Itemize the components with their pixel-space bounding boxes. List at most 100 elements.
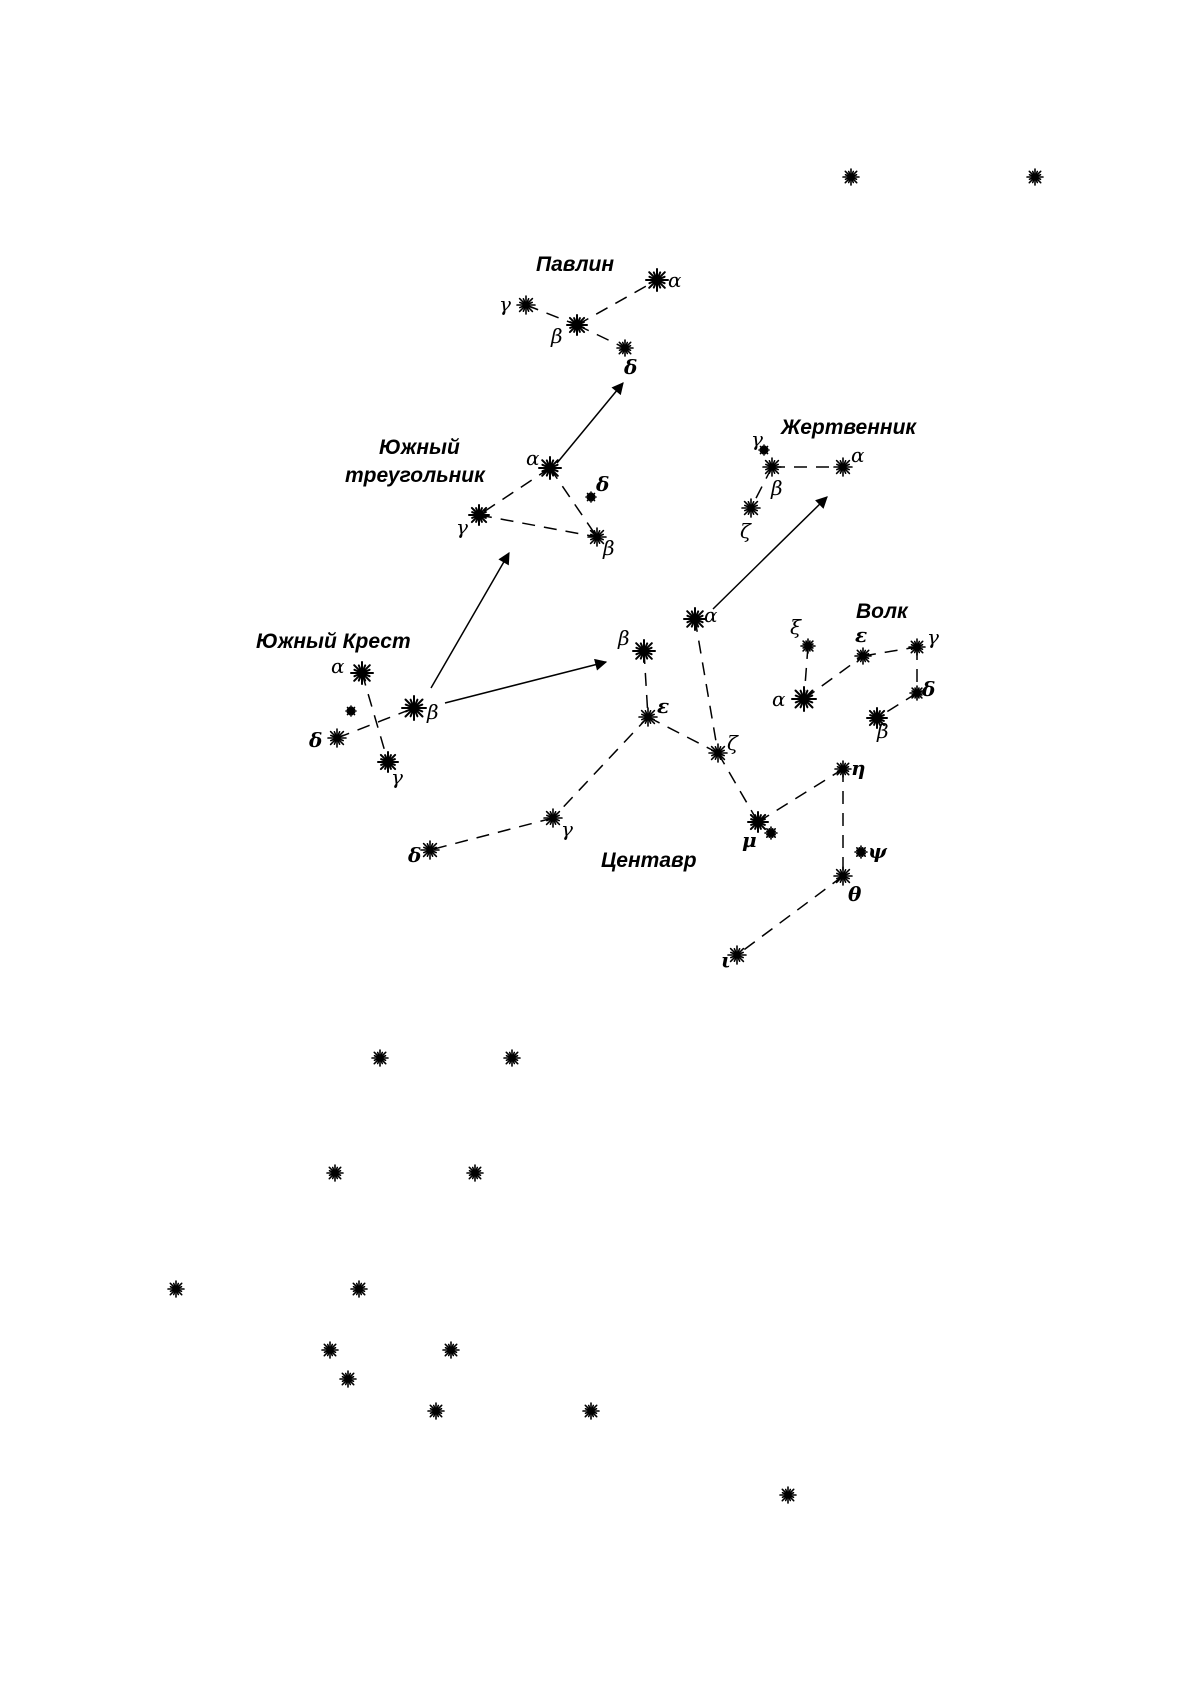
cen-delta-label: δ (407, 843, 421, 867)
marker-star-7-star-icon (322, 1342, 338, 1358)
cen-line (430, 818, 553, 850)
cen-psi-star-icon (855, 846, 867, 858)
cen-line (737, 876, 843, 955)
cru-delta-label: δ (308, 728, 322, 752)
pav-beta-label: β (550, 324, 563, 348)
centaurus-name: Центавр (601, 849, 697, 872)
crux-line (362, 673, 388, 762)
cen-line (648, 717, 718, 753)
marker-star-1-star-icon (372, 1050, 388, 1066)
cen-mu-label: μ (742, 828, 757, 852)
lup-epsilon-star-icon (855, 648, 871, 664)
stars (168, 169, 1043, 1503)
marker-star-12-star-icon (780, 1487, 796, 1503)
cru-gamma-label: γ (391, 765, 403, 789)
lup-alpha-label: α (772, 687, 786, 711)
pav-delta-label: δ (623, 355, 637, 379)
marker-star-10-star-icon (428, 1403, 444, 1419)
marker-star-8-star-icon (443, 1342, 459, 1358)
tra-gamma-label: γ (456, 515, 468, 539)
cen-line (718, 753, 758, 822)
cru-epsilon-star-icon (346, 706, 356, 716)
ara-alpha-label: α (851, 443, 865, 467)
arrow-crux-to-tra (431, 553, 509, 688)
cen-mu2-star-icon (765, 827, 777, 839)
lup-alpha-star-icon (792, 687, 816, 711)
cen-zeta-label: ζ (727, 731, 739, 755)
ara-gamma-label: γ (751, 427, 763, 451)
cen-iota-star-icon (728, 946, 746, 964)
cru-beta-label: β (426, 700, 439, 724)
cru-alpha-star-icon (351, 662, 373, 684)
marker-star-11-star-icon (583, 1403, 599, 1419)
pav-beta-star-icon (567, 315, 587, 335)
tra-delta-star-icon (586, 492, 596, 502)
cen-iota-label: ι (721, 948, 731, 972)
ara-zeta-star-icon (742, 499, 760, 517)
tra-name-line2: треугольник (345, 464, 486, 487)
cru-alpha-label: α (331, 654, 345, 678)
tra-line (479, 515, 597, 537)
cen-line (553, 717, 648, 818)
ara-beta-star-icon (763, 458, 781, 476)
cen-theta-label: θ (848, 882, 862, 906)
tra-delta-label: δ (595, 472, 609, 496)
ara-zeta-label: ζ (740, 519, 752, 543)
cen-gamma-star-icon (544, 809, 562, 827)
crux-name: Южный Крест (256, 630, 411, 653)
cru-delta-star-icon (328, 729, 346, 747)
cen-eta-label: η (851, 756, 866, 780)
pav-alpha-star-icon (646, 269, 668, 291)
marker-star-2-star-icon (504, 1050, 520, 1066)
lup-xi-star-icon (801, 639, 815, 653)
pav-alpha-label: α (668, 268, 682, 292)
cen-beta-label: β (617, 626, 630, 650)
lup-xi-label: ξ (790, 615, 802, 639)
pointer-arrows (431, 383, 827, 703)
tra-alpha-label: α (526, 446, 540, 470)
cen-beta-star-icon (633, 640, 655, 662)
cen-epsilon-star-icon (639, 708, 657, 726)
cen-line (758, 769, 843, 822)
cen-epsilon-label: ε (657, 694, 669, 718)
tra-gamma-star-icon (469, 505, 489, 525)
cen-gamma-label: γ (561, 817, 573, 841)
cen-psi-label: ψ (868, 839, 888, 863)
tra-name-line1: Южный (379, 436, 460, 459)
labels: Павлин Южный треугольник Жертвенник Южны… (256, 253, 939, 972)
cen-alpha-star-icon (684, 608, 706, 630)
marker-star-9-star-icon (340, 1371, 356, 1387)
lup-line (877, 693, 917, 718)
marker-star-4-star-icon (467, 1165, 483, 1181)
arrow-cen-to-ara (713, 497, 827, 609)
marker-star-6-star-icon (351, 1281, 367, 1297)
tra-line (550, 468, 597, 537)
ara-name: Жертвенник (780, 416, 917, 439)
lup-line (863, 647, 917, 656)
pavo-name: Павлин (536, 253, 614, 276)
pav-gamma-star-icon (517, 296, 535, 314)
cru-beta-star-icon (402, 696, 426, 720)
lupus-name: Волк (856, 600, 909, 623)
lup-delta-label: δ (921, 677, 935, 701)
pavo-line (577, 280, 657, 325)
lup-line (804, 656, 863, 699)
tra-beta-label: β (602, 536, 615, 560)
lup-beta-label: β (876, 719, 889, 743)
tra-alpha-star-icon (539, 457, 561, 479)
corner-star-1-star-icon (843, 169, 859, 185)
corner-star-2-star-icon (1027, 169, 1043, 185)
pav-gamma-label: γ (499, 292, 511, 316)
arrow-tra-to-pavo (557, 383, 623, 463)
cen-delta-star-icon (421, 841, 439, 859)
cen-zeta-star-icon (709, 744, 727, 762)
lup-gamma-star-icon (909, 639, 925, 655)
ara-alpha-star-icon (834, 458, 852, 476)
marker-star-5-star-icon (168, 1281, 184, 1297)
cen-eta-star-icon (835, 761, 851, 777)
cen-alpha-label: α (704, 603, 718, 627)
ara-beta-label: β (770, 476, 783, 500)
lup-epsilon-label: ε (855, 623, 867, 647)
cen-line (695, 619, 718, 753)
